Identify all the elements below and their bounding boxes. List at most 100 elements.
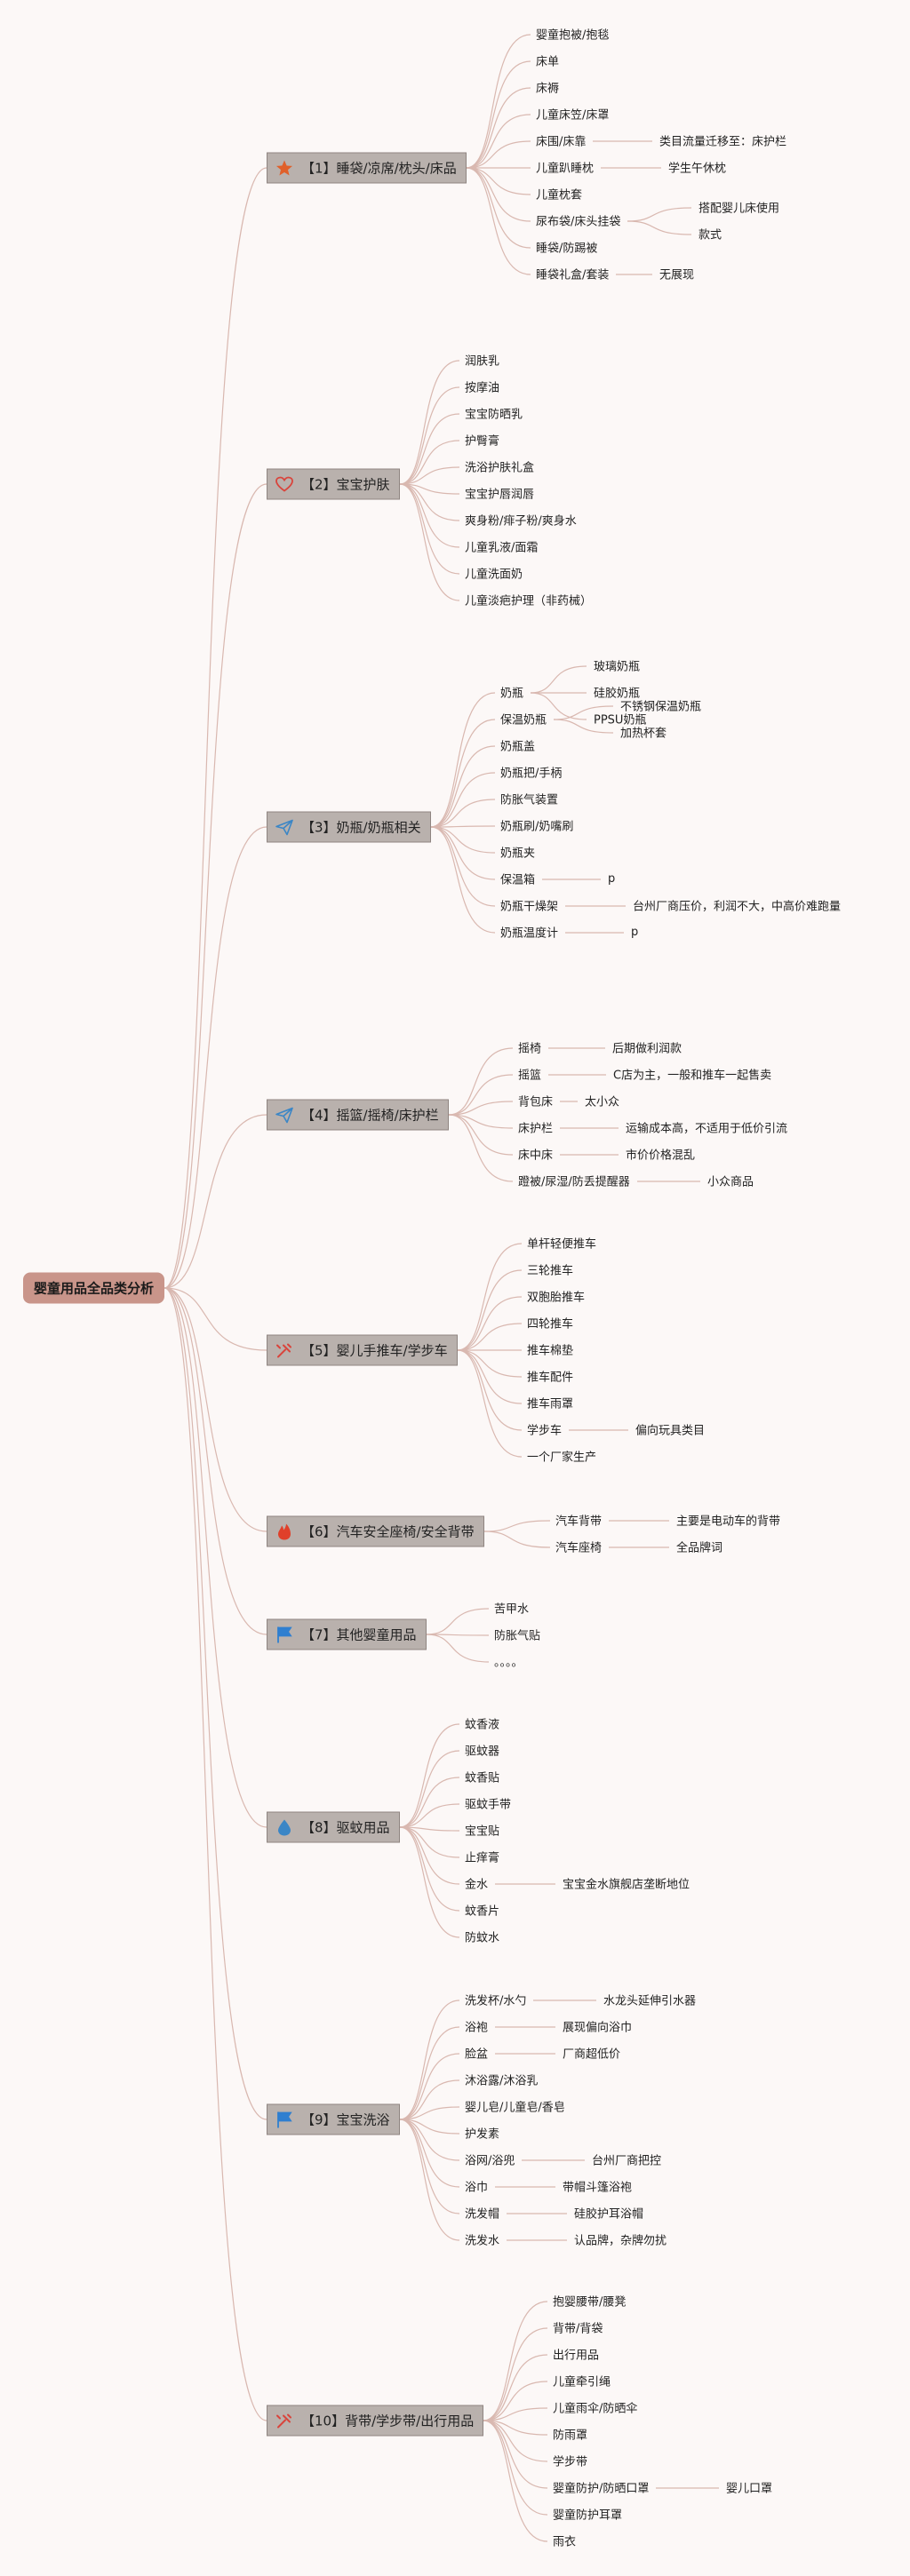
item-node: 浴袍: [465, 2021, 489, 2035]
item-node: 推车棉垫: [527, 1344, 574, 1358]
connector-line: [399, 413, 460, 485]
sub-item-node: 后期做利润款: [612, 1042, 682, 1056]
connector-line: [483, 1530, 551, 1548]
connector-line: [430, 745, 496, 828]
item-node: 防雨罩: [553, 2429, 588, 2443]
item-node: 。。。。: [494, 1656, 523, 1670]
connector-line: [399, 466, 460, 485]
item-node: 婴童防护耳罩: [553, 2508, 623, 2523]
item-node: 汽车背带: [555, 1515, 603, 1529]
item-node: 睡袋礼盒/套装: [536, 268, 610, 282]
category-c6[interactable]: 【6】汽车安全座椅/安全背带: [267, 1515, 484, 1547]
connector-line: [399, 1750, 460, 1828]
connector-line: [483, 2407, 548, 2421]
flag-icon: [275, 1626, 294, 1643]
item-node: 单杆轻便推车: [527, 1237, 597, 1252]
item-node: 洗发杯/水勺: [465, 1994, 527, 2008]
connector-line: [466, 167, 531, 195]
item-node: 防胀气贴: [494, 1629, 541, 1643]
connector-line: [399, 2119, 460, 2135]
item-node: 儿童乳液/面霜: [465, 541, 539, 555]
connector-line: [399, 2000, 460, 2120]
item-node: 奶瓶盖: [500, 740, 536, 754]
sub-item-node: 台州厂商压价，利润不大，中高价难跑量: [633, 900, 842, 914]
connector-line: [164, 1287, 267, 1635]
category-c3[interactable]: 【3】奶瓶/奶瓶相关: [267, 811, 431, 843]
item-node: 蹬被/尿湿/防丢提醒器: [518, 1175, 630, 1189]
connector-line: [399, 2119, 460, 2188]
connector-line: [483, 2381, 548, 2421]
item-node: 奶瓶夹: [500, 847, 536, 861]
sub-item-node: 婴儿口罩: [726, 2482, 773, 2496]
item-node: 驱蚊器: [465, 1745, 500, 1759]
sub-item-node: 带帽斗篷浴袍: [563, 2181, 633, 2195]
item-node: 浴巾: [465, 2181, 489, 2195]
connector-line: [399, 1826, 460, 1832]
connector-line: [457, 1296, 523, 1351]
item-node: 保温奶瓶: [500, 713, 547, 727]
sub-item-node: 宝宝金水旗舰店垄断地位: [563, 1878, 690, 1892]
sub-item-node: 学生午休枕: [668, 162, 727, 176]
flag-icon: [275, 2111, 294, 2128]
connector-line: [399, 2119, 460, 2241]
connector-line: [553, 705, 614, 720]
connector-line: [466, 140, 531, 169]
item-node: 推车雨罩: [527, 1397, 574, 1411]
item-node: 奶瓶干燥架: [500, 900, 559, 914]
category-c4[interactable]: 【4】摇篮/摇椅/床护栏: [267, 1099, 449, 1131]
connector-line: [448, 1114, 514, 1156]
item-node: 床褥: [536, 82, 560, 96]
category-c1[interactable]: 【1】睡袋/凉席/枕头/床品: [267, 152, 467, 184]
sub-item-node: p: [608, 871, 616, 886]
connector-line: [164, 1287, 267, 1532]
connector-line: [399, 1826, 460, 1858]
connector-line: [448, 1101, 514, 1116]
connector-line: [466, 167, 531, 275]
item-node: 沐浴露/沐浴乳: [465, 2074, 539, 2088]
category-c8[interactable]: 【8】驱蚊用品: [267, 1811, 400, 1843]
sub-item-node: 水龙头延伸引水器: [603, 1994, 697, 2008]
tools-icon: [275, 1341, 294, 1359]
item-node: 润肤乳: [465, 354, 500, 369]
category-c10[interactable]: 【10】背带/学步带/出行用品: [267, 2405, 484, 2437]
category-label: 【7】其他婴童用品: [301, 1626, 417, 1643]
connector-line: [627, 220, 692, 235]
connector-line: [430, 719, 496, 828]
item-node: 婴童抱被/抱毯: [536, 28, 610, 43]
connector-line: [399, 1777, 460, 1828]
drop-icon: [275, 1818, 294, 1836]
connector-line: [483, 2327, 548, 2421]
connector-line: [483, 2420, 548, 2436]
connector-line: [483, 2354, 548, 2421]
item-node: 脸盆: [465, 2047, 489, 2062]
category-label: 【3】奶瓶/奶瓶相关: [301, 819, 421, 836]
item-node: 蚊香片: [465, 1904, 500, 1919]
sub-item-node: 搭配婴儿床使用: [698, 202, 780, 216]
item-node: 止痒膏: [465, 1851, 500, 1865]
category-c2[interactable]: 【2】宝宝护肤: [267, 468, 400, 500]
connector-line: [426, 1634, 490, 1663]
category-c5[interactable]: 【5】婴儿手推车/学步车: [267, 1334, 458, 1366]
sub-item-node: 款式: [698, 228, 722, 242]
item-node: 背包床: [518, 1095, 554, 1109]
connector-line: [430, 772, 496, 828]
item-node: 护发素: [465, 2127, 500, 2142]
item-node: 浴网/浴兜: [465, 2154, 515, 2168]
category-label: 【1】睡袋/凉席/枕头/床品: [301, 160, 457, 177]
connector-line: [466, 167, 531, 249]
connector-line: [530, 665, 587, 694]
item-node: 奶瓶温度计: [500, 926, 559, 941]
category-c7[interactable]: 【7】其他婴童用品: [267, 1618, 427, 1650]
connector-line: [164, 1114, 267, 1289]
item-node: 雨衣: [553, 2535, 577, 2549]
item-node: 婴儿皂/儿童皂/香皂: [465, 2101, 565, 2115]
category-c9[interactable]: 【9】宝宝洗浴: [267, 2103, 400, 2135]
connector-line: [399, 483, 460, 495]
connector-line: [399, 386, 460, 485]
item-node: 儿童枕套: [536, 188, 583, 203]
connector-line: [466, 114, 531, 169]
sub-item-node: 无展现: [659, 268, 695, 282]
fire-icon: [275, 1523, 294, 1540]
item-node: 蚊香贴: [465, 1771, 500, 1785]
